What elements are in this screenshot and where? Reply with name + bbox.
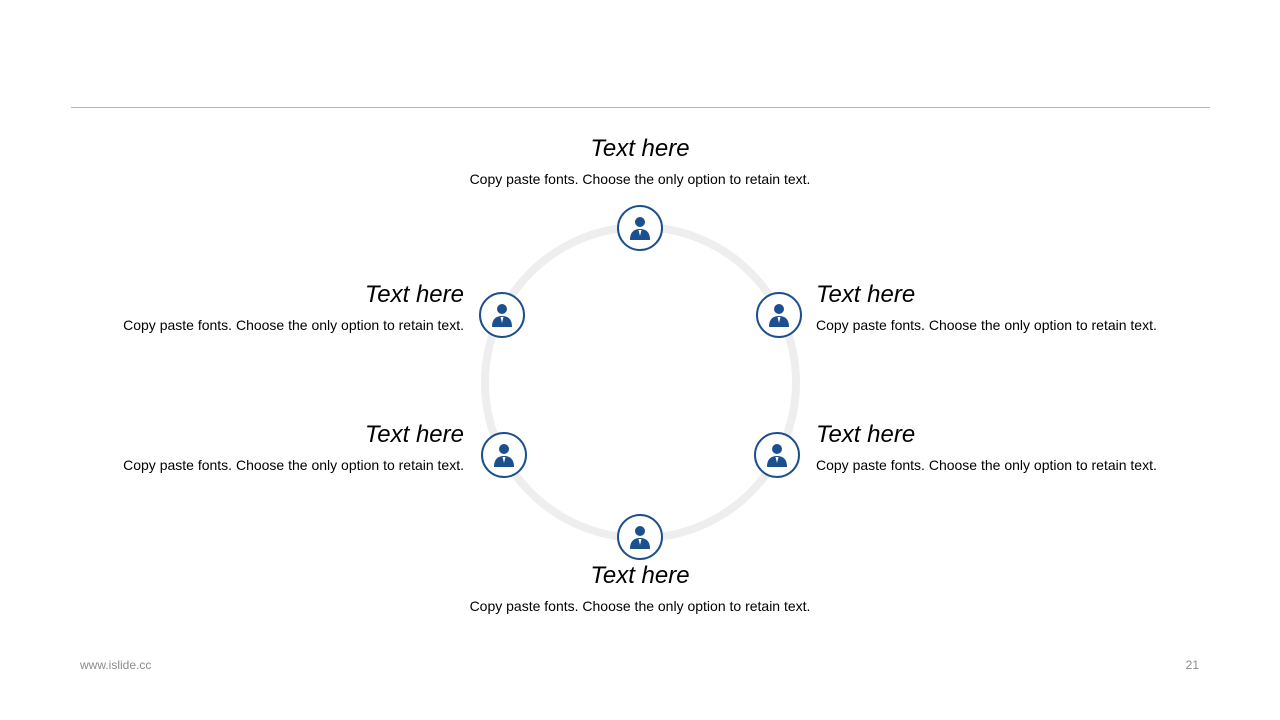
label-description: Copy paste fonts. Choose the only option… <box>816 317 1157 333</box>
label-description: Copy paste fonts. Choose the only option… <box>469 598 811 614</box>
page-number: 21 <box>1185 658 1199 672</box>
person-icon <box>630 526 650 549</box>
node-bottom <box>617 514 663 560</box>
label-lower-left: Text here Copy paste fonts. Choose the o… <box>44 421 464 474</box>
label-title: Text here <box>816 281 916 308</box>
header-divider <box>71 107 1210 108</box>
label-title: Text here <box>364 281 464 308</box>
label-lower-right: Text here Copy paste fonts. Choose the o… <box>816 421 1236 474</box>
person-icon <box>769 304 789 327</box>
label-top: Text here Copy paste fonts. Choose the o… <box>430 135 850 188</box>
label-description: Copy paste fonts. Choose the only option… <box>816 457 1157 473</box>
cycle-ring <box>481 223 800 542</box>
person-icon <box>494 444 514 467</box>
label-description: Copy paste fonts. Choose the only option… <box>123 457 464 473</box>
label-description: Copy paste fonts. Choose the only option… <box>123 317 464 333</box>
node-lower-right <box>754 432 800 478</box>
label-title: Text here <box>590 135 690 162</box>
node-top <box>617 205 663 251</box>
person-icon <box>767 444 787 467</box>
label-upper-right: Text here Copy paste fonts. Choose the o… <box>816 281 1236 334</box>
label-title: Text here <box>590 562 690 589</box>
label-title: Text here <box>364 421 464 448</box>
node-upper-left <box>479 292 525 338</box>
node-upper-right <box>756 292 802 338</box>
footer-website: www.islide.cc <box>80 658 152 672</box>
person-icon <box>492 304 512 327</box>
node-lower-left <box>481 432 527 478</box>
label-upper-left: Text here Copy paste fonts. Choose the o… <box>44 281 464 334</box>
person-icon <box>630 217 650 240</box>
label-title: Text here <box>816 421 916 448</box>
label-bottom: Text here Copy paste fonts. Choose the o… <box>430 562 850 615</box>
label-description: Copy paste fonts. Choose the only option… <box>469 171 811 187</box>
